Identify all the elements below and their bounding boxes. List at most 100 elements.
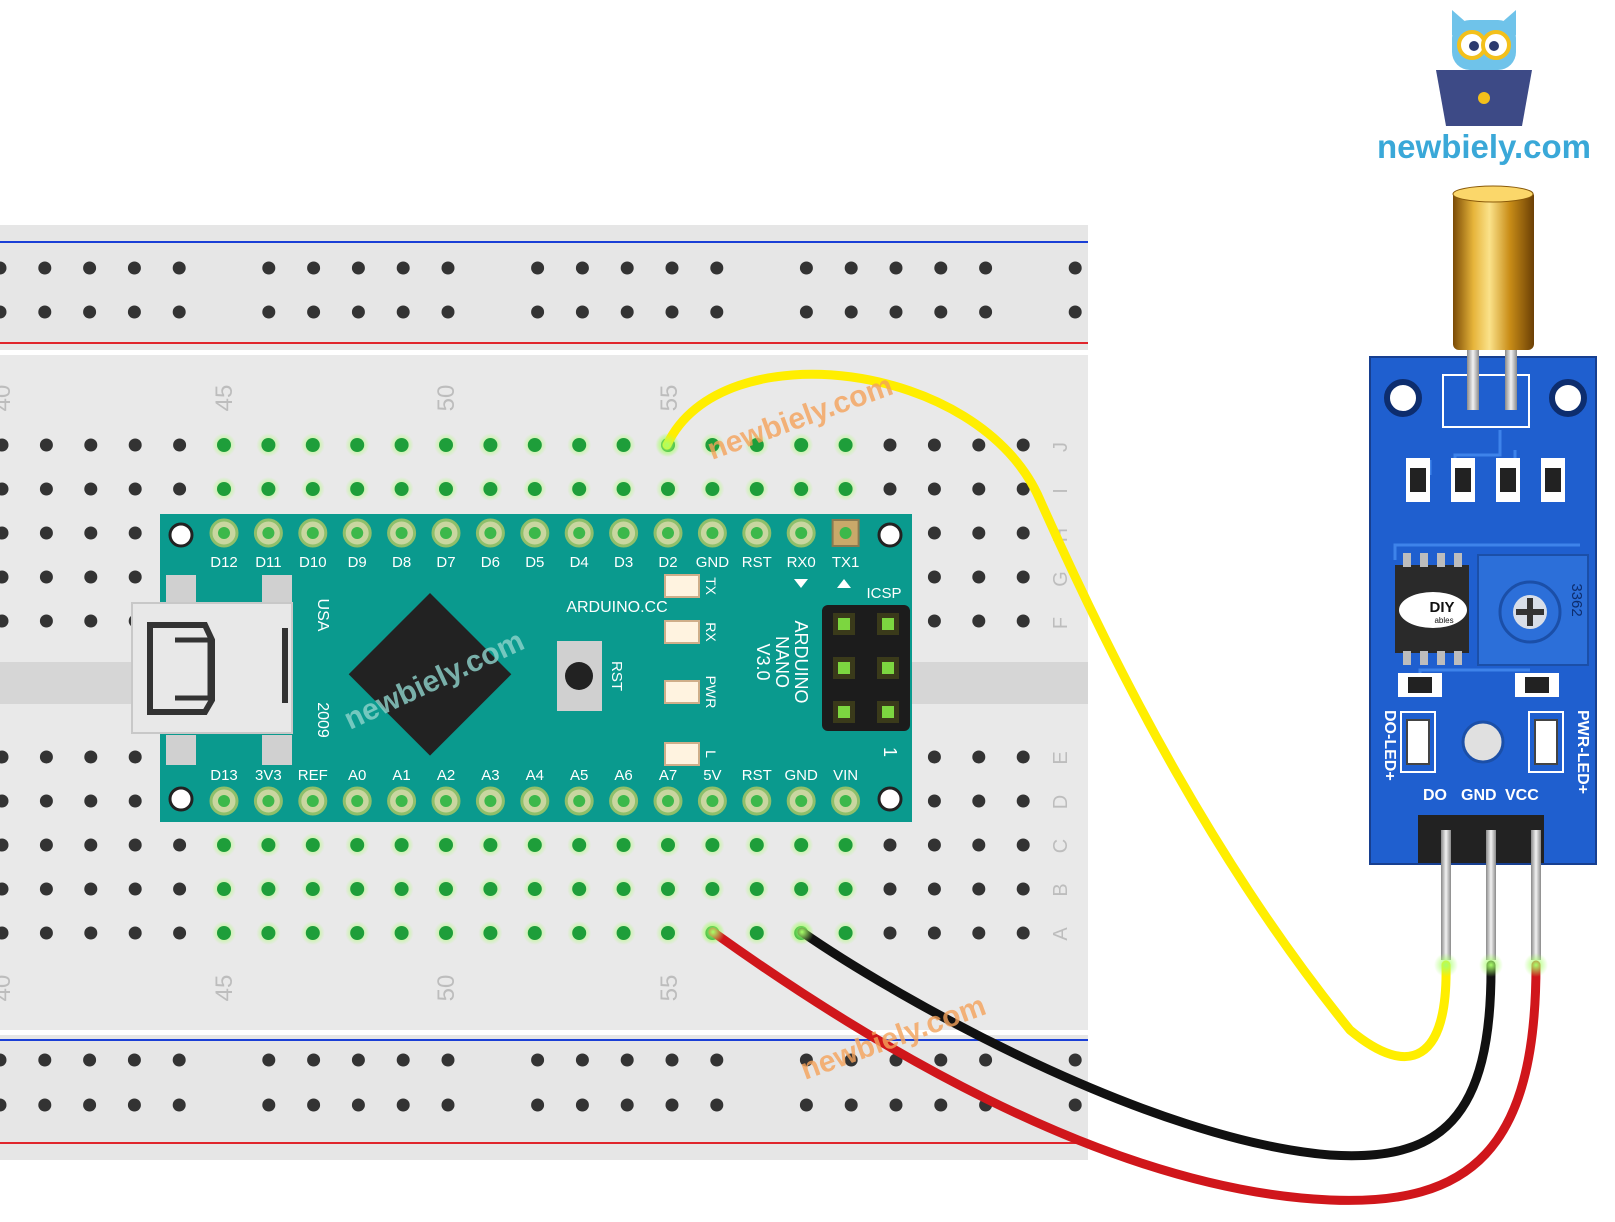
- row-letter-j: J: [1050, 442, 1072, 452]
- connected-hole: [483, 838, 498, 852]
- breadboard-hole: [1016, 882, 1030, 896]
- connected-hole: [483, 882, 498, 896]
- connected-hole: [838, 926, 853, 940]
- arduino-top-pin-label: D9: [348, 554, 367, 571]
- arduino-pin-gnd[interactable]: [697, 518, 727, 548]
- rail-hole: [620, 261, 634, 275]
- connected-hole: [572, 838, 587, 852]
- arduino-pin-d10[interactable]: [298, 518, 328, 548]
- breadboard-hole: [972, 838, 986, 852]
- icsp-pin-core: [882, 618, 894, 630]
- connected-hole: [261, 482, 276, 496]
- breadboard-hole: [0, 750, 9, 764]
- arduino-pin-bottom-ref[interactable]: [298, 786, 328, 816]
- tilt-cylinder: [1453, 190, 1534, 350]
- arduino-pin-d8[interactable]: [387, 518, 417, 548]
- led-rx-label: RX: [703, 622, 719, 642]
- arduino-bottom-pin-label: VIN: [833, 767, 858, 784]
- arduino-bottom-pin-label: A0: [348, 767, 366, 784]
- connected-hole: [838, 882, 853, 896]
- sensor-pin-gnd: [1486, 830, 1496, 960]
- wire-power: [708, 927, 1541, 1205]
- arduino-year-text: 2009: [314, 702, 331, 738]
- arduino-pin-bottom-a3[interactable]: [475, 786, 505, 816]
- col-num-55-bottom: 55: [656, 975, 683, 1002]
- arduino-pin-bottom-vin[interactable]: [831, 786, 861, 816]
- breadboard-hole: [84, 526, 98, 540]
- rail-hole: [575, 305, 589, 319]
- connected-hole: [527, 838, 542, 852]
- arduino-pin-d12[interactable]: [209, 518, 239, 548]
- breadboard-hole: [128, 750, 142, 764]
- arduino-pin-bottom-gnd[interactable]: [786, 786, 816, 816]
- arduino-top-pin-label: D5: [525, 554, 544, 571]
- pot-label: 3362: [1568, 583, 1585, 616]
- logo-text: newbiely.com: [1377, 128, 1591, 165]
- icsp-pin-core: [838, 618, 850, 630]
- arduino-pin-tx1[interactable]: [831, 519, 860, 547]
- rail-hole: [531, 305, 545, 319]
- arduino-pin-d11[interactable]: [253, 518, 283, 548]
- breadboard-hole: [1016, 482, 1030, 496]
- led-l: [664, 742, 700, 766]
- rail-hole: [262, 1098, 276, 1112]
- rail-hole: [351, 1098, 365, 1112]
- connected-hole: [217, 482, 231, 496]
- pin-label-vcc: VCC: [1505, 787, 1539, 804]
- arduino-pin-bottom-a7[interactable]: [653, 786, 683, 816]
- arduino-pin-bottom-3v3[interactable]: [253, 786, 283, 816]
- connected-hole: [794, 438, 809, 452]
- breadboard-hole: [39, 926, 53, 940]
- breadboard-hole: [1016, 838, 1030, 852]
- breadboard-hole: [84, 794, 98, 808]
- rail-hole: [172, 1053, 186, 1067]
- status-leds: TX RX PWR L: [664, 574, 719, 766]
- led-pwr: [664, 680, 700, 704]
- arduino-top-pin-label: D10: [299, 554, 327, 571]
- arduino-pin-d4[interactable]: [564, 518, 594, 548]
- breadboard-hole: [128, 794, 142, 808]
- tilt-cylinder-top: [1452, 185, 1534, 203]
- arduino-top-pin-label: GND: [696, 554, 730, 571]
- arduino-pin-d3[interactable]: [609, 518, 639, 548]
- arduino-pin-rst[interactable]: [742, 518, 772, 548]
- arduino-pin-bottom-rst[interactable]: [742, 786, 772, 816]
- rail-hole: [799, 1098, 813, 1112]
- connected-hole: [661, 926, 675, 940]
- connected-hole: [527, 926, 542, 940]
- arduino-pin-bottom-a2[interactable]: [431, 786, 461, 816]
- arduino-pin-bottom-a0[interactable]: [342, 786, 372, 816]
- arduino-pin-d6[interactable]: [475, 518, 505, 548]
- breadboard-hole: [39, 482, 53, 496]
- arduino-bottom-pin-label: D13: [210, 767, 238, 784]
- arduino-pin-d7[interactable]: [431, 518, 461, 548]
- rail-hole: [531, 1098, 545, 1112]
- breadboard-hole: [972, 482, 986, 496]
- breadboard-hole: [39, 882, 53, 896]
- connected-hole: [838, 482, 853, 496]
- arduino-pin-bottom-a1[interactable]: [387, 786, 417, 816]
- rail-hole: [979, 1053, 993, 1067]
- arduino-pin-bottom-5v[interactable]: [697, 786, 727, 816]
- rail-hole: [83, 1098, 97, 1112]
- arduino-pin-bottom-d13[interactable]: [209, 786, 239, 816]
- arduino-pin-bottom-a6[interactable]: [609, 786, 639, 816]
- arduino-pin-rx0[interactable]: [786, 518, 816, 548]
- rx-arrow-icon: [794, 579, 808, 588]
- connected-hole: [305, 882, 320, 896]
- breadboard-hole: [128, 438, 142, 452]
- arduino-pin-bottom-a5[interactable]: [564, 786, 594, 816]
- wire-signal: [662, 369, 1451, 1061]
- chip-logo-text: DIY: [1429, 599, 1454, 616]
- arduino-pin-d9[interactable]: [342, 518, 372, 548]
- breadboard-hole: [1016, 526, 1030, 540]
- breadboard-hole: [883, 926, 897, 940]
- connected-hole: [350, 438, 365, 452]
- arduino-pin-d5[interactable]: [520, 518, 550, 548]
- led-l-label: L: [703, 750, 719, 758]
- arduino-name-line2: NANO: [772, 636, 792, 688]
- arduino-pin-bottom-a4[interactable]: [520, 786, 550, 816]
- rail-hole: [262, 261, 276, 275]
- arduino-pin-d2[interactable]: [653, 518, 683, 548]
